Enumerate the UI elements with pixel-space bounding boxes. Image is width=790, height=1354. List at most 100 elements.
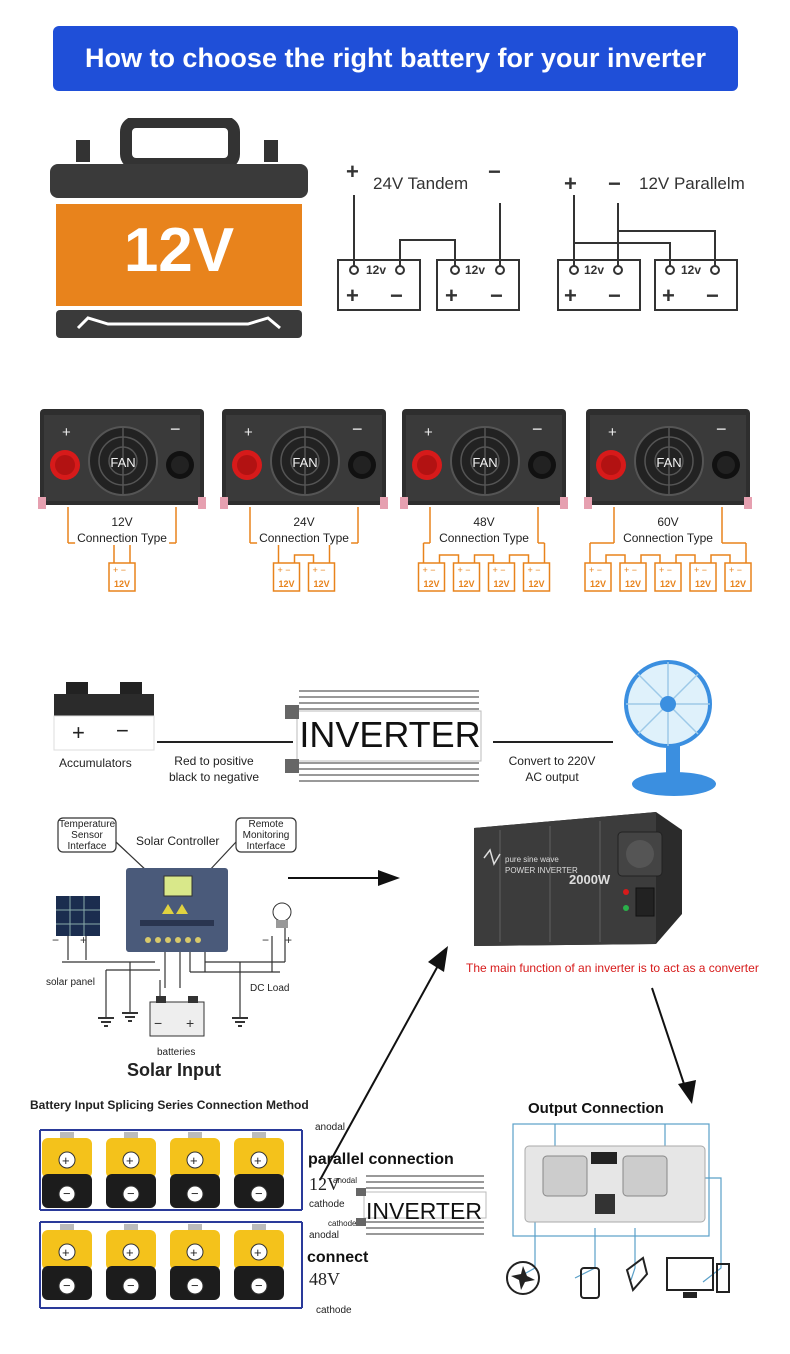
svg-text:+: + xyxy=(662,283,675,308)
tandem-wiring-diagram: +− +− +− xyxy=(337,165,520,311)
arrow-inverter-to-output-icon xyxy=(651,987,696,1104)
solar-panel-label: solar panel xyxy=(46,977,95,988)
svg-text:+: + xyxy=(608,424,617,441)
svg-text:+ −: + − xyxy=(659,565,672,575)
inverter-voltage-label: 24V xyxy=(291,515,317,529)
output-connection-diagram xyxy=(506,1123,730,1299)
svg-text:+ −: + − xyxy=(694,565,707,575)
svg-text:−: − xyxy=(255,1186,263,1201)
svg-text:−: − xyxy=(63,1278,71,1293)
svg-text:+ −: + − xyxy=(113,565,126,575)
parallel-cell-1: 12v xyxy=(584,263,605,277)
tandem-cell-2: 12v xyxy=(465,263,486,277)
inverter-unit-icon: +−FAN xyxy=(38,409,206,509)
inverter-voltage-label: 12V xyxy=(109,515,135,529)
svg-text:+: + xyxy=(564,171,577,196)
tandem-cell-1: 12v xyxy=(366,263,387,277)
wire-left xyxy=(157,741,293,743)
svg-text:+: + xyxy=(445,283,458,308)
svg-text:+: + xyxy=(126,1245,134,1260)
wiring-label-2: black to negative xyxy=(168,770,260,784)
small-cell-label: 12V xyxy=(493,579,509,589)
parallel-voltage-label: 12V xyxy=(309,1174,340,1194)
wiring-label-1: Red to positive xyxy=(174,754,254,768)
parallel-title: 12V Parallelm xyxy=(639,174,745,193)
convert-label-1: Convert to 220V xyxy=(508,754,596,768)
solar-controller-label: Solar Controller xyxy=(136,834,220,848)
svg-text:+: + xyxy=(80,933,87,947)
fan-label: FAN xyxy=(110,455,135,470)
svg-text:−: − xyxy=(191,1186,199,1201)
svg-text:−: − xyxy=(262,933,269,947)
power-inverter-icon xyxy=(474,812,682,946)
svg-text:−: − xyxy=(255,1278,263,1293)
anodal-label-top: anodal xyxy=(315,1122,346,1133)
inverter-box-label: INVERTER xyxy=(299,714,481,755)
inverter-unit-icon: + − FAN xyxy=(400,409,568,509)
parallel-connection-label: parallel connection xyxy=(308,1151,454,1168)
remote-monitoring-label: Remote Monitoring Interface xyxy=(242,819,290,852)
svg-text:+: + xyxy=(424,424,433,441)
svg-text:+ −: + − xyxy=(589,565,602,575)
svg-text:+: + xyxy=(62,1153,70,1168)
convert-label-2: AC output xyxy=(525,770,579,784)
power-rating: 2000W xyxy=(569,872,611,887)
small-cell-label: 12V xyxy=(660,579,676,589)
svg-text:+: + xyxy=(126,1153,134,1168)
fan-icon xyxy=(624,660,716,796)
svg-text:−: − xyxy=(352,419,363,439)
cathode-label-top: cathode xyxy=(309,1199,345,1210)
inverter-box-icon xyxy=(285,690,482,782)
page-title: How to choose the right battery for your… xyxy=(53,26,738,91)
svg-text:−: − xyxy=(608,171,621,196)
small-cell-label: 12V xyxy=(114,579,130,589)
svg-text:+ −: + − xyxy=(493,565,506,575)
small-cell-label: 12V xyxy=(625,579,641,589)
anodal-label-mid: anodal xyxy=(333,1176,358,1185)
cathode-label-bottom: cathode xyxy=(316,1305,352,1316)
svg-text:+: + xyxy=(346,283,359,308)
solar-controller-diagram: −+ −+ −+ xyxy=(52,817,297,1037)
small-cell-label: 12V xyxy=(590,579,606,589)
battery-bank-diagram: +−+−+−+−+−+−+−+− xyxy=(39,1129,303,1309)
arrow-batteries-to-inverter-icon xyxy=(319,946,448,1181)
svg-text:+: + xyxy=(285,933,292,947)
svg-text:+ −: + − xyxy=(313,565,326,575)
svg-text:+ −: + − xyxy=(423,565,436,575)
inverter-caption: The main function of an inverter is to a… xyxy=(466,961,759,975)
connection-type-label: Connection Type xyxy=(437,531,531,545)
svg-text:−: − xyxy=(170,419,181,439)
svg-text:−: − xyxy=(706,283,719,308)
small-cell-label: 12V xyxy=(423,579,439,589)
fan-label: FAN xyxy=(292,455,317,470)
svg-text:−: − xyxy=(52,933,59,947)
big-battery-label: 12V xyxy=(123,216,235,285)
svg-text:−: − xyxy=(608,283,621,308)
svg-text:+: + xyxy=(190,1245,198,1260)
svg-text:−: − xyxy=(390,283,403,308)
small-cell-label: 12V xyxy=(278,579,294,589)
svg-text:+: + xyxy=(254,1245,262,1260)
small-cell-label: 12V xyxy=(695,579,711,589)
big-battery-icon xyxy=(50,118,308,338)
small-cell-label: 12V xyxy=(730,579,746,589)
connection-type-label: Connection Type xyxy=(75,531,169,545)
svg-text:−: − xyxy=(191,1278,199,1293)
small-cell-label: 12V xyxy=(458,579,474,589)
svg-text:+: + xyxy=(244,424,253,441)
connection-type-label: Connection Type xyxy=(621,531,715,545)
fan-label: FAN xyxy=(472,455,497,470)
svg-text:+ −: + − xyxy=(458,565,471,575)
svg-text:+: + xyxy=(254,1153,262,1168)
svg-text:−: − xyxy=(63,1186,71,1201)
svg-text:+: + xyxy=(564,283,577,308)
svg-text:−: − xyxy=(532,419,543,439)
svg-text:+: + xyxy=(346,165,359,184)
small-inverter-icon xyxy=(356,1175,487,1235)
svg-text:+: + xyxy=(186,1015,194,1031)
svg-text:+ −: + − xyxy=(624,565,637,575)
svg-text:+: + xyxy=(190,1153,198,1168)
small-cell-label: 12V xyxy=(313,579,329,589)
accumulators-label: Accumulators xyxy=(59,756,132,770)
